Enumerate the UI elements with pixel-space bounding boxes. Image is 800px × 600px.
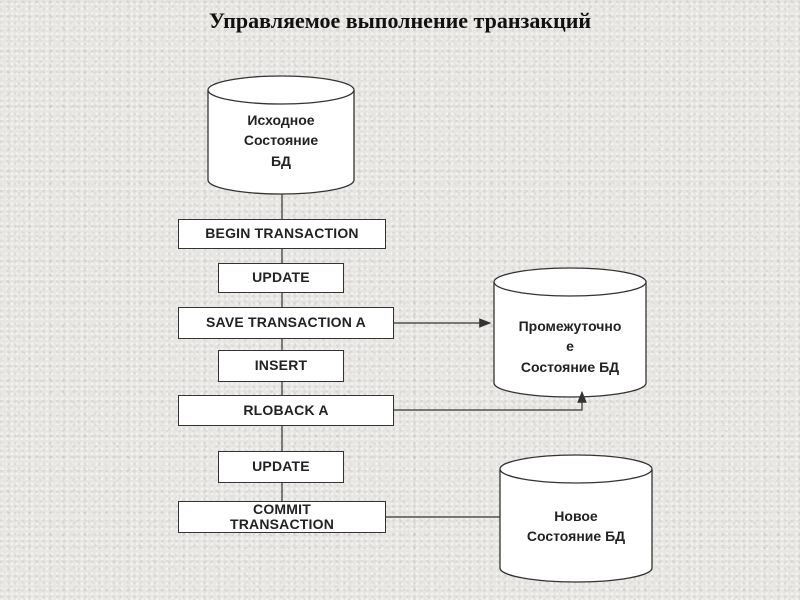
save-transaction-box: SAVE TRANSACTION A	[178, 307, 394, 339]
source-db-cylinder	[207, 75, 355, 195]
insert-box: INSERT	[218, 350, 344, 382]
new-db-cylinder	[499, 454, 653, 583]
diagram-title: Управляемое выполнение транзакций	[208, 8, 592, 33]
commit-transaction-box: COMMIT TRANSACTION	[178, 501, 386, 533]
intermediate-db-line1: Промежуточно	[518, 318, 622, 334]
source-db-label: Исходное Состояние БД	[208, 110, 354, 171]
intermediate-db-line2: е	[566, 338, 574, 355]
begin-transaction-box: BEGIN TRANSACTION	[178, 219, 386, 249]
new-db-label: Новое Состояние БД	[500, 506, 652, 547]
rollback-box: RLOBACK A	[178, 395, 394, 426]
update-box-2: UPDATE	[218, 451, 344, 483]
intermediate-db-cylinder	[493, 267, 647, 398]
new-db-line1: Новое	[554, 508, 598, 524]
new-db-line2: Состояние БД	[526, 528, 626, 545]
source-db-line2: Состояние	[243, 132, 319, 149]
intermediate-db-label: Промежуточно е Состояние БД	[494, 316, 646, 377]
rollback-arrow	[394, 390, 587, 411]
source-db-line3: БД	[270, 152, 292, 169]
intermediate-db-line3: Состояние БД	[520, 358, 620, 375]
update-box-1: UPDATE	[218, 263, 344, 293]
source-db-line1: Исходное	[247, 112, 315, 128]
